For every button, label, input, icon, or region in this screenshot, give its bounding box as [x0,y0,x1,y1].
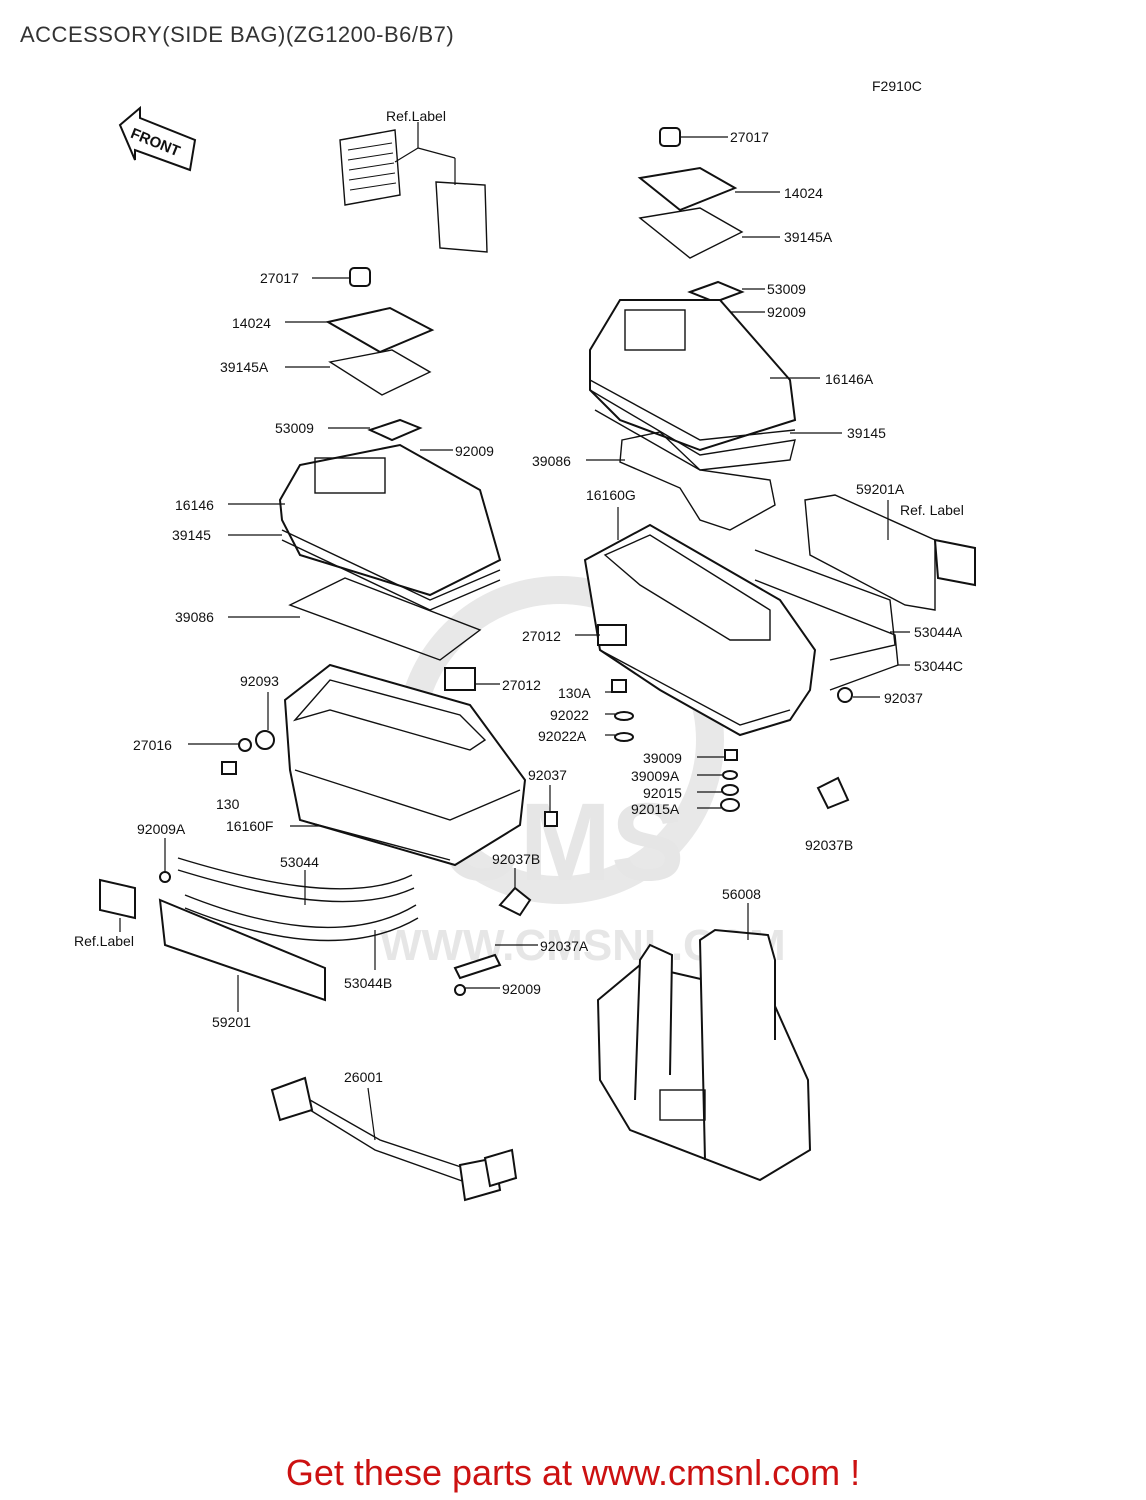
label-53009-l: 53009 [275,420,314,436]
get-parts-link[interactable]: Get these parts at www.cmsnl.com ! [285,1452,861,1493]
label-92009-b: 92009 [502,981,541,997]
label-92009A: 92009A [137,821,186,837]
label-27017-l: 27017 [260,270,299,286]
label-39086-l: 39086 [175,609,214,625]
label-39086-r: 39086 [532,453,571,469]
right-case [583,494,976,812]
diagram-code: F2910C [872,78,922,94]
label-92015A: 92015A [631,801,680,817]
label-53009-r: 53009 [767,281,806,297]
label-92022: 92022 [550,707,589,723]
front-arrow: FRONT [118,105,197,172]
label-53044B: 53044B [344,975,392,991]
label-59201A: 59201A [856,481,905,497]
label-92037B-l: 92037B [492,851,540,867]
label-39009: 39009 [643,750,682,766]
label-130: 130 [216,796,240,812]
label-ref-label-top: Ref.Label [386,108,446,124]
label-92037-l: 92037 [528,767,567,783]
left-trim-parts [99,857,502,1002]
label-92037A: 92037A [540,938,589,954]
label-92022A: 92022A [538,728,587,744]
label-92009-l: 92009 [455,443,494,459]
left-case [221,663,558,917]
label-ref-label-right: Ref. Label [900,502,964,518]
part-labels: Ref.Label 27017 14024 39145A 53009 92009… [74,108,964,1085]
leader-lines [119,136,910,1141]
label-92009-r: 92009 [767,304,806,320]
label-16146: 16146 [175,497,214,513]
label-92093: 92093 [240,673,279,689]
ref-label-sheets [339,122,488,253]
label-92015: 92015 [643,785,682,801]
label-27012-l: 27012 [502,677,541,693]
parts-diagram: CMS WWW.CMSNL.COM FRONT [74,105,976,1202]
label-39145-r: 39145 [847,425,886,441]
label-53044C: 53044C [914,658,963,674]
label-ref-label-left: Ref.Label [74,933,134,949]
label-39145-l: 39145 [172,527,211,543]
label-16160G: 16160G [586,487,636,503]
label-59201: 59201 [212,1014,251,1030]
label-16160F: 16160F [226,818,273,834]
label-92037B-r: 92037B [805,837,853,853]
label-14024-l: 14024 [232,315,271,331]
label-14024-r: 14024 [784,185,823,201]
right-lid-assembly [589,127,797,531]
label-39145A-l: 39145A [220,359,269,375]
label-16146A: 16146A [825,371,874,387]
label-39009A: 39009A [631,768,680,784]
label-39145A-r: 39145A [784,229,833,245]
page-title: ACCESSORY(SIDE BAG)(ZG1200-B6/B7) [20,22,455,47]
label-27016: 27016 [133,737,172,753]
wiring-harness [270,1076,518,1202]
label-56008: 56008 [722,886,761,902]
label-53044A: 53044A [914,624,963,640]
label-27012-r: 27012 [522,628,561,644]
label-53044: 53044 [280,854,319,870]
duffel-bag [596,928,812,1182]
label-92037-r: 92037 [884,690,923,706]
left-lid-assembly [278,267,502,661]
label-27017-r: 27017 [730,129,769,145]
label-26001: 26001 [344,1069,383,1085]
label-130A: 130A [558,685,591,701]
